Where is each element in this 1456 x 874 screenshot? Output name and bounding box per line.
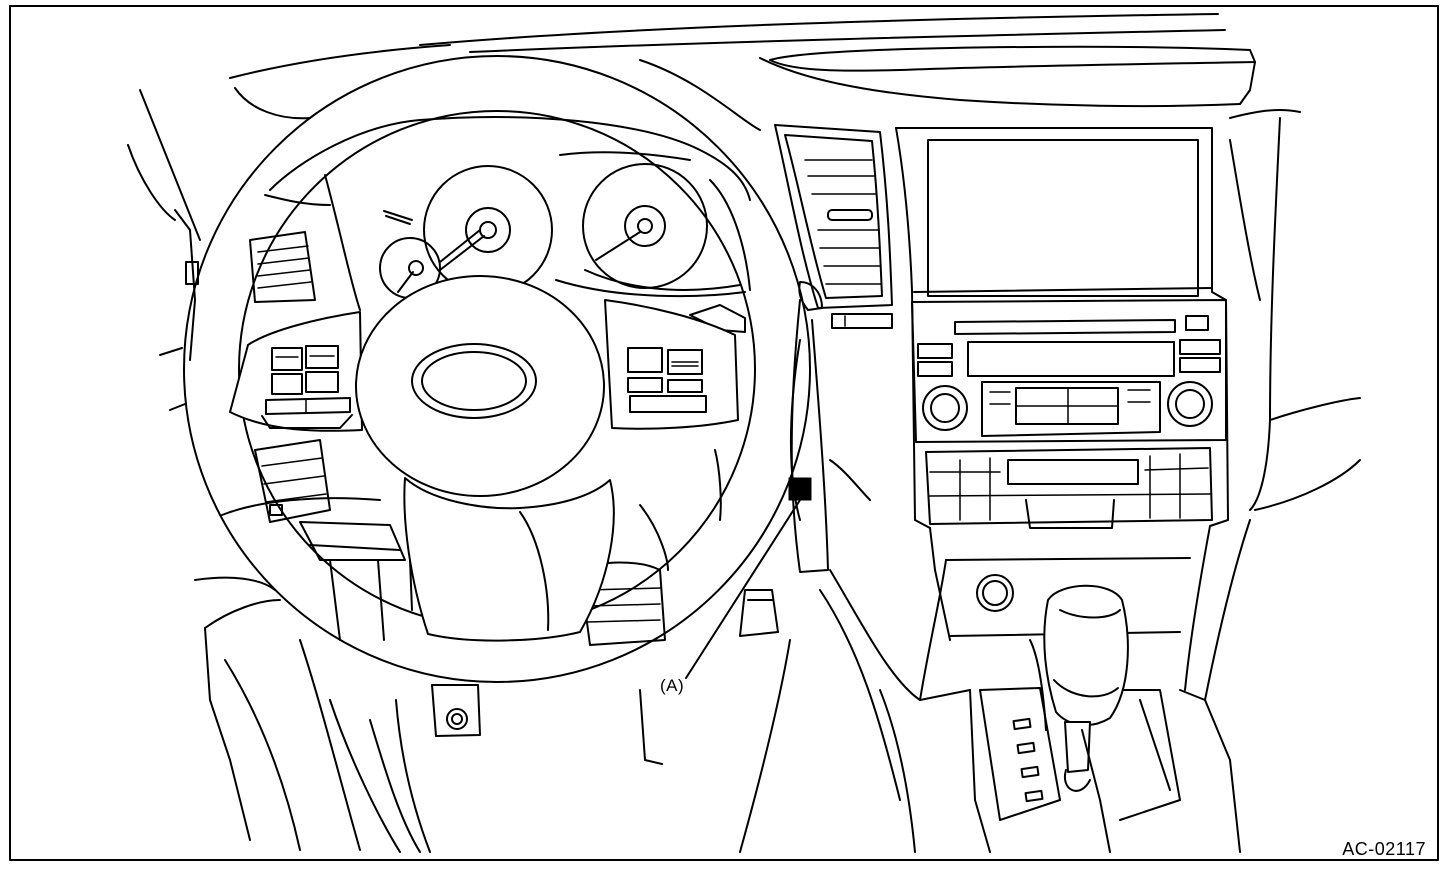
component-a-marker [788,477,812,501]
figure-code: AC-02117 [1342,839,1426,859]
callout-label-a: (A) [660,676,685,695]
center-air-vent [774,124,893,329]
instrument-cluster [269,116,751,333]
steering-wheel [183,55,811,683]
right-dashboard [1179,117,1361,853]
figure-frame [9,5,1439,861]
center-console [819,559,1181,853]
component-a-assembly [685,299,871,679]
navigation-screen [927,139,1199,297]
upper-dashboard [229,13,1301,131]
lower-column-area [254,439,791,853]
center-stack [895,127,1229,691]
left-door-trim [127,89,431,853]
callout-leader-line [685,499,801,679]
